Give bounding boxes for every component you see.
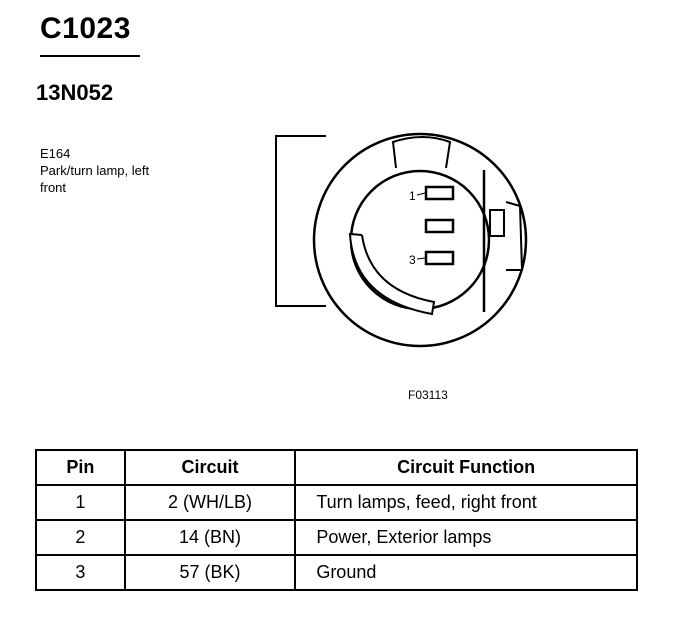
table-header-row: Pin Circuit Circuit Function [35, 449, 638, 486]
part-number: 13N052 [36, 80, 114, 105]
connector-outer-ring [312, 132, 528, 348]
cell-function: Turn lamps, feed, right front [294, 484, 638, 521]
component-description: E164 Park/turn lamp, left front [40, 145, 210, 196]
cell-pin: 1 [35, 484, 126, 521]
table-row: 2 14 (BN) Power, Exterior lamps [35, 519, 638, 556]
cell-function: Ground [294, 554, 638, 591]
cell-circuit: 14 (BN) [123, 519, 297, 556]
terminal-pin-3 [424, 250, 455, 266]
header-circuit-function: Circuit Function [294, 449, 638, 486]
cell-circuit: 57 (BK) [123, 554, 297, 591]
cell-circuit: 2 (WH/LB) [123, 484, 297, 521]
title-underline [40, 55, 140, 57]
terminal-pin-2 [424, 218, 455, 234]
pinout-table: Pin Circuit Circuit Function 1 2 (WH/LB)… [35, 449, 638, 591]
pin-3-leader [416, 257, 426, 260]
cell-pin: 3 [35, 554, 126, 591]
connector-housing [275, 135, 326, 307]
latch-window [489, 209, 505, 237]
pin-label-1: 1 [409, 189, 416, 203]
header-circuit: Circuit [123, 449, 297, 486]
table-row: 1 2 (WH/LB) Turn lamps, feed, right fron… [35, 484, 638, 521]
pin-label-3: 3 [409, 253, 416, 267]
component-name-line2: front [40, 180, 67, 195]
component-name-line1: Park/turn lamp, left [40, 163, 150, 178]
table-row: 3 57 (BK) Ground [35, 554, 638, 591]
cell-function: Power, Exterior lamps [294, 519, 638, 556]
top-key-tab [391, 136, 452, 169]
side-latch [505, 201, 524, 271]
terminal-pin-1 [424, 185, 455, 201]
cell-pin: 2 [35, 519, 126, 556]
header-pin: Pin [35, 449, 126, 486]
figure-reference: F03113 [408, 388, 448, 402]
connector-id: C1023 [40, 12, 131, 45]
component-code: E164 [40, 146, 71, 161]
lock-arc [348, 232, 436, 316]
pin-1-leader [416, 192, 426, 196]
connector-face-diagram: 1 3 [275, 132, 528, 348]
